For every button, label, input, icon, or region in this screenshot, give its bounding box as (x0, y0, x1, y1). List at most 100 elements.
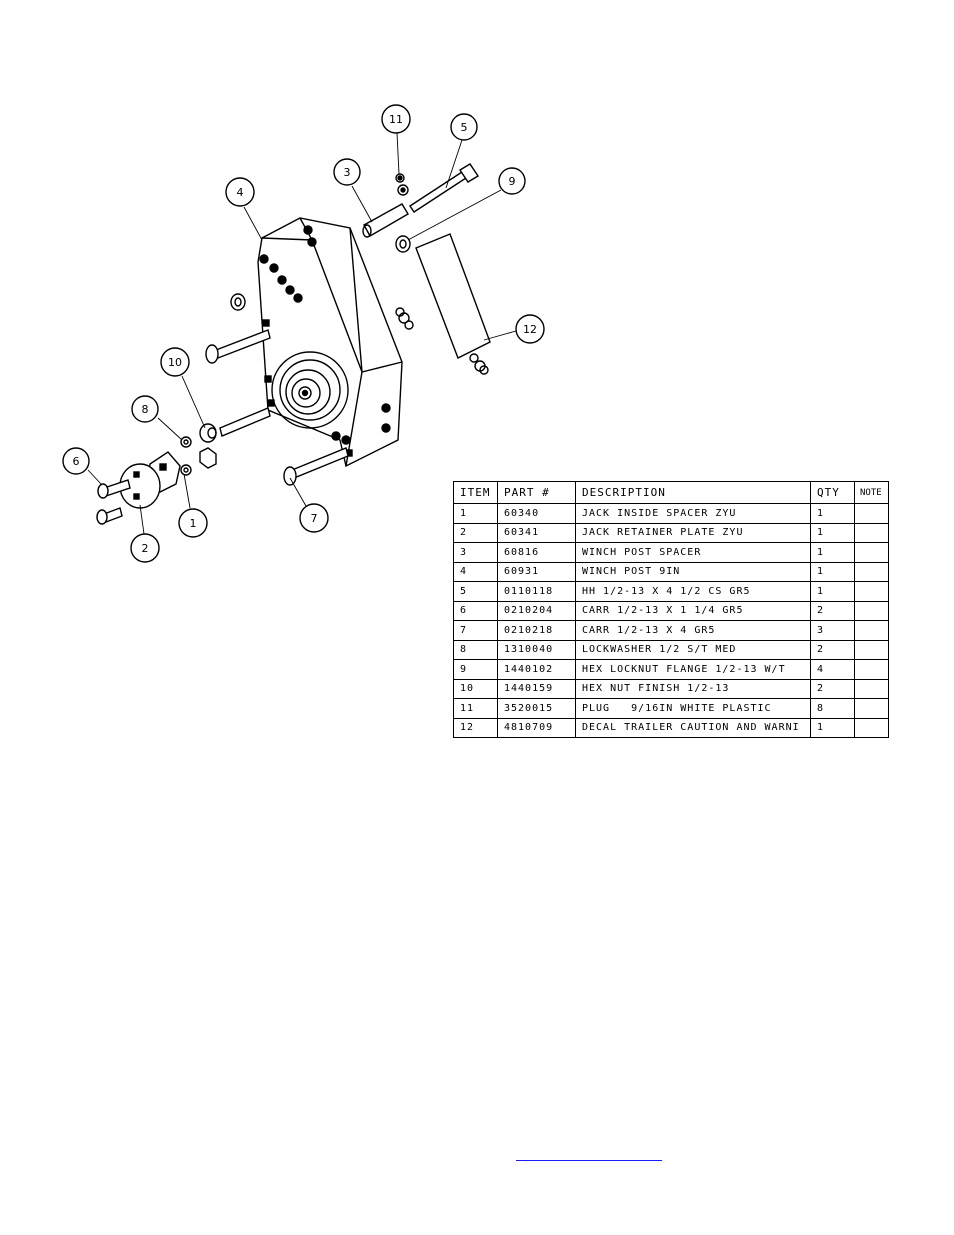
qty-cell: 1 (810, 522, 855, 543)
balloon-3: 3 (333, 158, 361, 186)
description-cell: HH 1/2-13 X 4 1/2 CS GR5 (575, 581, 811, 602)
part-cell: 1440102 (497, 659, 576, 680)
table-row: 11 3520015 PLUG 9/16IN WHITE PLASTIC 8 (453, 698, 889, 719)
svg-text:2: 2 (142, 542, 149, 555)
description-cell: PLUG 9/16IN WHITE PLASTIC (575, 698, 811, 719)
svg-text:12: 12 (523, 323, 537, 336)
inside-spacer-and-retainer-plate (119, 451, 181, 509)
svg-text:6: 6 (73, 455, 80, 468)
balloon-11: 11 (381, 104, 411, 134)
part-cell: 1440159 (497, 678, 576, 699)
note-cell (854, 620, 889, 641)
qty-cell: 2 (810, 639, 855, 660)
note-cell (854, 639, 889, 660)
col-qty-header: QTY (810, 481, 855, 504)
item-cell: 2 (453, 522, 498, 543)
item-cell: 1 (453, 503, 498, 524)
qty-cell: 1 (810, 561, 855, 582)
footer-link-underline[interactable] (516, 1148, 662, 1161)
balloon-7: 7 (299, 503, 329, 533)
balloon-5: 5 (450, 113, 478, 141)
note-cell (854, 698, 889, 719)
col-note-header: NOTE (854, 481, 889, 504)
balloon-2: 2 (130, 533, 160, 563)
part-cell: 60340 (497, 503, 576, 524)
qty-cell: 1 (810, 717, 855, 738)
table-row: 7 0210218 CARR 1/2-13 X 4 GR5 3 (453, 620, 889, 641)
note-cell (854, 600, 889, 621)
note-cell (854, 659, 889, 680)
svg-text:4: 4 (237, 186, 244, 199)
part-cell: 60931 (497, 561, 576, 582)
table-row: 6 0210204 CARR 1/2-13 X 1 1/4 GR5 2 (453, 600, 889, 621)
bill-of-materials-table: ITEM PART # DESCRIPTION QTY NOTE 1 60340… (453, 481, 889, 738)
qty-cell: 1 (810, 542, 855, 563)
svg-text:1: 1 (190, 517, 197, 530)
part-cell: 0110118 (497, 581, 576, 602)
balloon-4: 4 (225, 177, 255, 207)
part-cell: 1310040 (497, 639, 576, 660)
balloon-9: 9 (498, 167, 526, 195)
svg-text:10: 10 (168, 356, 182, 369)
part-cell: 0210204 (497, 600, 576, 621)
svg-text:3: 3 (344, 166, 351, 179)
note-cell (854, 561, 889, 582)
description-cell: CARR 1/2-13 X 1 1/4 GR5 (575, 600, 811, 621)
table-row: 10 1440159 HEX NUT FINISH 1/2-13 2 (453, 678, 889, 699)
note-cell (854, 503, 889, 524)
table-row: 5 0110118 HH 1/2-13 X 4 1/2 CS GR5 1 (453, 581, 889, 602)
table-row: 2 60341 JACK RETAINER PLATE ZYU 1 (453, 522, 889, 543)
bom-header-row: ITEM PART # DESCRIPTION QTY NOTE (453, 481, 889, 504)
table-row: 12 4810709 DECAL TRAILER CAUTION AND WAR… (453, 717, 889, 738)
item-cell: 12 (453, 717, 498, 738)
col-part-header: PART # (497, 481, 576, 504)
item-cell: 9 (453, 659, 498, 680)
svg-text:7: 7 (311, 512, 318, 525)
part-cell: 3520015 (497, 698, 576, 719)
part-cell: 60341 (497, 522, 576, 543)
balloon-10: 10 (160, 347, 190, 377)
winch-post-spacer (362, 203, 409, 238)
svg-text:8: 8 (142, 403, 149, 416)
description-cell: CARR 1/2-13 X 4 GR5 (575, 620, 811, 641)
table-row: 9 1440102 HEX LOCKNUT FLANGE 1/2-13 W/T … (453, 659, 889, 680)
qty-cell: 1 (810, 581, 855, 602)
item-cell: 4 (453, 561, 498, 582)
description-cell: WINCH POST SPACER (575, 542, 811, 563)
description-cell: WINCH POST 9IN (575, 561, 811, 582)
plugs (395, 173, 489, 375)
part-cell: 4810709 (497, 717, 576, 738)
qty-cell: 2 (810, 678, 855, 699)
balloon-8: 8 (131, 395, 159, 423)
note-cell (854, 522, 889, 543)
carriage-bolts (205, 329, 349, 486)
part-cell: 0210218 (497, 620, 576, 641)
col-description-header: DESCRIPTION (575, 481, 811, 504)
hex-bolt (409, 163, 479, 213)
description-cell: LOCKWASHER 1/2 S/T MED (575, 639, 811, 660)
svg-text:9: 9 (509, 175, 516, 188)
note-cell (854, 717, 889, 738)
note-cell (854, 678, 889, 699)
item-cell: 7 (453, 620, 498, 641)
description-cell: HEX LOCKNUT FLANGE 1/2-13 W/T (575, 659, 811, 680)
note-cell (854, 581, 889, 602)
decal (415, 233, 491, 359)
qty-cell: 1 (810, 503, 855, 524)
description-cell: JACK INSIDE SPACER ZYU (575, 503, 811, 524)
table-row: 1 60340 JACK INSIDE SPACER ZYU 1 (453, 503, 889, 524)
table-row: 3 60816 WINCH POST SPACER 1 (453, 542, 889, 563)
leader-lines (87, 132, 517, 535)
qty-cell: 4 (810, 659, 855, 680)
qty-cell: 8 (810, 698, 855, 719)
winch-post-plate (257, 217, 403, 468)
item-cell: 6 (453, 600, 498, 621)
description-cell: HEX NUT FINISH 1/2-13 (575, 678, 811, 699)
balloon-1: 1 (178, 508, 208, 538)
item-cell: 8 (453, 639, 498, 660)
exploded-assembly-drawing: 11 5 3 9 4 12 10 8 6 1 7 2 (62, 104, 545, 563)
table-row: 8 1310040 LOCKWASHER 1/2 S/T MED 2 (453, 639, 889, 660)
description-cell: DECAL TRAILER CAUTION AND WARNI (575, 717, 811, 738)
balloon-6: 6 (62, 447, 90, 475)
svg-text:11: 11 (389, 113, 403, 126)
